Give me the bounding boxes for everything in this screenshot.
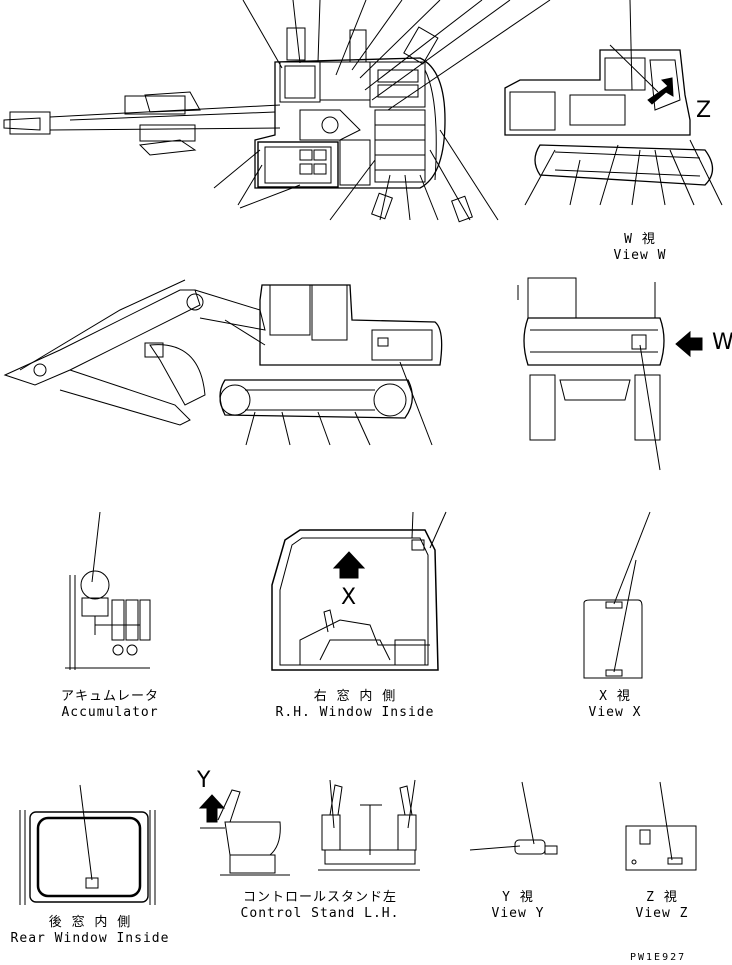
- caption-view-z: Z 視 View Z: [622, 890, 702, 922]
- caption-accumulator-en: Accumulator: [61, 705, 159, 720]
- view-x-marker: X: [341, 585, 357, 610]
- caption-view-y-jp: Y 視: [502, 890, 534, 905]
- caption-rh-window-inside-en: R.H. Window Inside: [275, 705, 435, 720]
- rh-window-inside-detail: [271, 511, 447, 671]
- caption-view-w-en: View W: [613, 248, 667, 263]
- caption-control-stand-lh-en: Control Stand L.H.: [240, 906, 400, 921]
- caption-control-stand-lh: コントロールスタンド左 Control Stand L.H.: [225, 890, 415, 922]
- drawing-code: PW1E927: [630, 952, 687, 963]
- control-stand-lh-detail: [198, 779, 420, 876]
- caption-accumulator: アキュムレータ Accumulator: [50, 689, 170, 721]
- view-z-marker: Z: [696, 98, 712, 123]
- rear-window-inside-detail: [19, 784, 156, 905]
- caption-view-x-en: View X: [588, 705, 642, 720]
- caption-rear-window-inside-en: Rear Window Inside: [10, 931, 170, 946]
- caption-control-stand-lh-jp: コントロールスタンド左: [242, 890, 397, 905]
- caption-view-x-jp: X 視: [599, 689, 631, 704]
- view-z-detail: [625, 781, 697, 871]
- caption-view-x: X 視 View X: [575, 689, 655, 721]
- caption-view-y-en: View Y: [491, 906, 545, 921]
- caption-rh-window-inside: 右 窓 内 側 R.H. Window Inside: [265, 689, 445, 721]
- side-view-rear-excavator: [504, 0, 723, 206]
- caption-rh-window-inside-jp: 右 窓 内 側: [313, 689, 397, 704]
- left-side-view-excavator: [3, 279, 443, 446]
- caption-view-y: Y 視 View Y: [478, 890, 558, 922]
- caption-view-z-jp: Z 視: [646, 890, 678, 905]
- caption-rear-window-inside: 後 窓 内 側 Rear Window Inside: [5, 915, 175, 947]
- caption-view-w: W 視 View W: [600, 232, 680, 264]
- caption-rear-window-inside-jp: 後 窓 内 側: [48, 915, 132, 930]
- top-view-excavator: [3, 0, 551, 223]
- caption-accumulator-jp: アキュムレータ: [60, 689, 159, 704]
- view-w-marker: W: [712, 330, 732, 355]
- caption-view-z-en: View Z: [635, 906, 689, 921]
- view-x-detail: [583, 511, 651, 679]
- rear-view-excavator: [517, 277, 703, 471]
- caption-view-w-jp: W 視: [624, 232, 656, 247]
- accumulator-detail: [65, 511, 151, 670]
- view-y-detail: [469, 781, 558, 855]
- view-y-marker: Y: [197, 768, 211, 793]
